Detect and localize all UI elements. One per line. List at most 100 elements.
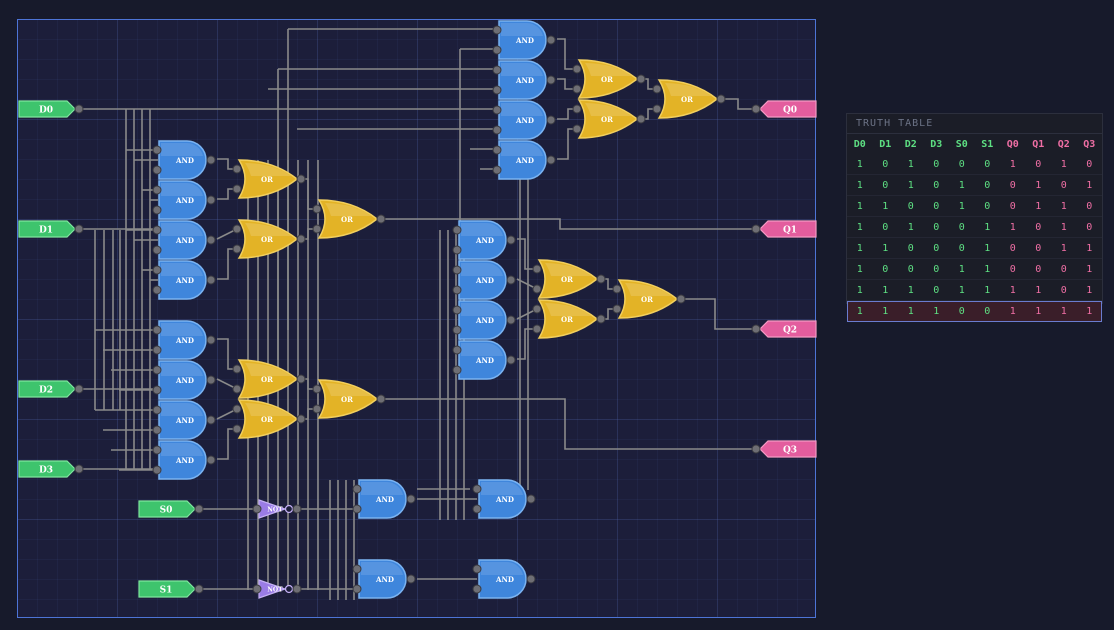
connection-port[interactable] <box>152 245 162 255</box>
connection-port[interactable] <box>152 225 162 235</box>
connection-port[interactable] <box>492 165 502 175</box>
connection-port[interactable] <box>546 35 556 45</box>
connection-port[interactable] <box>572 104 582 114</box>
connection-port[interactable] <box>232 184 242 194</box>
connection-port[interactable] <box>492 105 502 115</box>
connection-port[interactable] <box>352 484 362 494</box>
input-pin-d0[interactable]: D0 <box>18 100 84 118</box>
connection-port[interactable] <box>492 65 502 75</box>
connection-port[interactable] <box>492 125 502 135</box>
connection-port[interactable] <box>352 504 362 514</box>
connection-port[interactable] <box>232 364 242 374</box>
connection-port[interactable] <box>232 384 242 394</box>
connection-port[interactable] <box>506 275 516 285</box>
connection-port[interactable] <box>452 265 462 275</box>
connection-port[interactable] <box>152 385 162 395</box>
or-gate[interactable]: OR <box>232 359 306 399</box>
or-gate[interactable]: OR <box>532 299 606 339</box>
connection-port[interactable] <box>596 274 606 284</box>
connection-port[interactable] <box>526 494 536 504</box>
connection-port[interactable] <box>206 235 216 245</box>
and-gate[interactable]: AND <box>472 559 536 599</box>
or-gate[interactable]: OR <box>612 279 686 319</box>
connection-port[interactable] <box>492 145 502 155</box>
and-gate[interactable]: AND <box>152 260 216 300</box>
connection-port[interactable] <box>152 185 162 195</box>
or-gate[interactable]: OR <box>572 59 646 99</box>
and-gate[interactable]: AND <box>492 100 556 140</box>
connection-port[interactable] <box>751 324 761 334</box>
connection-port[interactable] <box>74 104 84 114</box>
output-pin-q0[interactable]: Q0 <box>751 100 817 118</box>
connection-port[interactable] <box>652 104 662 114</box>
connection-port[interactable] <box>206 415 216 425</box>
connection-port[interactable] <box>452 225 462 235</box>
not-gate[interactable]: NOT <box>252 499 302 519</box>
and-gate[interactable]: AND <box>452 220 516 260</box>
and-gate[interactable]: AND <box>152 400 216 440</box>
or-gate[interactable]: OR <box>312 379 386 419</box>
and-gate[interactable]: AND <box>452 260 516 300</box>
connection-port[interactable] <box>252 504 262 514</box>
connection-port[interactable] <box>292 584 302 594</box>
and-gate[interactable]: AND <box>472 479 536 519</box>
connection-port[interactable] <box>206 155 216 165</box>
input-pin-s0[interactable]: S0 <box>138 500 204 518</box>
and-gate[interactable]: AND <box>492 140 556 180</box>
connection-port[interactable] <box>152 165 162 175</box>
input-pin-d3[interactable]: D3 <box>18 460 84 478</box>
connection-port[interactable] <box>612 284 622 294</box>
connection-port[interactable] <box>152 425 162 435</box>
and-gate[interactable]: AND <box>352 479 416 519</box>
connection-port[interactable] <box>636 74 646 84</box>
and-gate[interactable]: AND <box>352 559 416 599</box>
connection-port[interactable] <box>206 195 216 205</box>
connection-port[interactable] <box>232 164 242 174</box>
connection-port[interactable] <box>74 464 84 474</box>
connection-port[interactable] <box>472 484 482 494</box>
and-gate[interactable]: AND <box>152 360 216 400</box>
connection-port[interactable] <box>312 404 322 414</box>
connection-port[interactable] <box>472 584 482 594</box>
connection-port[interactable] <box>206 455 216 465</box>
connection-port[interactable] <box>152 325 162 335</box>
connection-port[interactable] <box>206 375 216 385</box>
connection-port[interactable] <box>546 75 556 85</box>
and-gate[interactable]: AND <box>152 140 216 180</box>
connection-port[interactable] <box>506 235 516 245</box>
output-pin-q1[interactable]: Q1 <box>751 220 817 238</box>
input-pin-d2[interactable]: D2 <box>18 380 84 398</box>
connection-port[interactable] <box>152 465 162 475</box>
or-gate[interactable]: OR <box>532 259 606 299</box>
connection-port[interactable] <box>532 284 542 294</box>
connection-port[interactable] <box>532 304 542 314</box>
and-gate[interactable]: AND <box>152 220 216 260</box>
or-gate[interactable]: OR <box>232 159 306 199</box>
connection-port[interactable] <box>506 315 516 325</box>
or-gate[interactable]: OR <box>232 219 306 259</box>
connection-port[interactable] <box>546 115 556 125</box>
connection-port[interactable] <box>296 174 306 184</box>
connection-port[interactable] <box>206 275 216 285</box>
connection-port[interactable] <box>492 85 502 95</box>
output-pin-q2[interactable]: Q2 <box>751 320 817 338</box>
connection-port[interactable] <box>492 25 502 35</box>
connection-port[interactable] <box>296 374 306 384</box>
and-gate[interactable]: AND <box>452 300 516 340</box>
connection-port[interactable] <box>452 345 462 355</box>
connection-port[interactable] <box>352 584 362 594</box>
or-gate[interactable]: OR <box>652 79 726 119</box>
connection-port[interactable] <box>406 494 416 504</box>
and-gate[interactable]: AND <box>452 340 516 380</box>
connection-port[interactable] <box>152 265 162 275</box>
connection-port[interactable] <box>472 504 482 514</box>
input-pin-d1[interactable]: D1 <box>18 220 84 238</box>
connection-port[interactable] <box>472 564 482 574</box>
or-gate[interactable]: OR <box>572 99 646 139</box>
and-gate[interactable]: AND <box>152 440 216 480</box>
connection-port[interactable] <box>232 404 242 414</box>
connection-port[interactable] <box>152 345 162 355</box>
connection-port[interactable] <box>352 564 362 574</box>
connection-port[interactable] <box>312 204 322 214</box>
connection-port[interactable] <box>252 584 262 594</box>
